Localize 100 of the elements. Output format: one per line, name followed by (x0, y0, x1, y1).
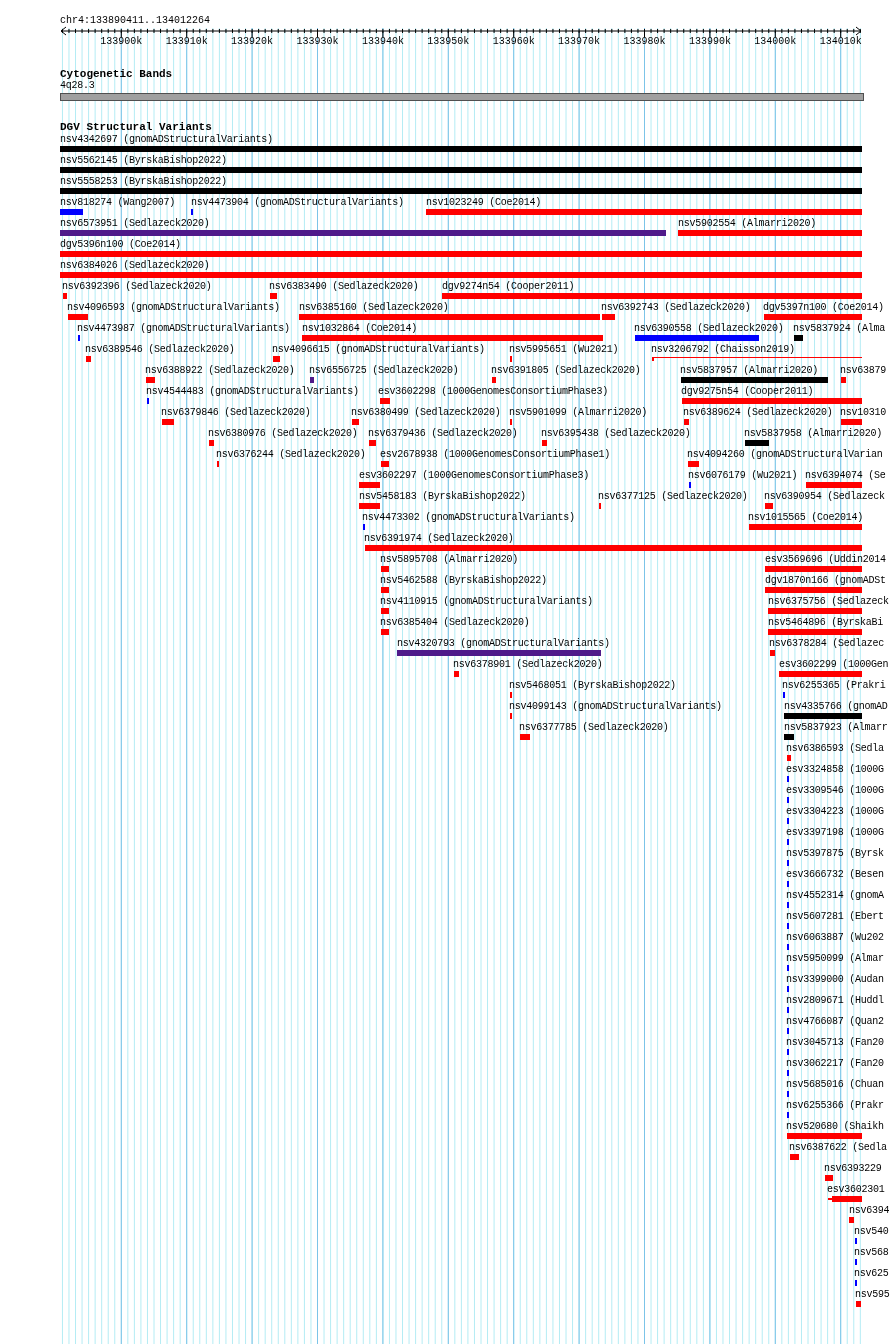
variant-label: esv3602299 (1000Gen (779, 659, 889, 671)
variant-label: nsv6255366 (Prakr (786, 1100, 884, 1112)
variant-label: nsv5837923 (Almarr (784, 722, 888, 734)
scale-tick-label: 134010k (819, 36, 862, 48)
variant-label: esv3304223 (1000G (786, 806, 884, 818)
scale-tick-label: 133940k (361, 36, 404, 48)
variant-label: nsv63879 (840, 365, 886, 377)
variant-label: nsv5837958 (Almarri2020) (744, 428, 883, 440)
variant-label: nsv4552314 (gnomA (786, 890, 884, 902)
variant-label: nsv4766087 (Quan2 (786, 1016, 884, 1028)
variant-label: nsv6393229 (824, 1163, 882, 1175)
variant-label: nsv1032864 (Coe2014) (302, 323, 418, 335)
variant-label: dgv1870n166 (gnomADSt (765, 575, 886, 587)
variant-label: nsv10310 (840, 407, 886, 419)
variant-label: nsv6556725 (Sedlazeck2020) (309, 365, 459, 377)
variant-label: nsv6255365 (Prakri (782, 680, 886, 692)
variant-label: nsv4335766 (gnomAD (784, 701, 888, 713)
variant-label: esv3666732 (Besen (786, 869, 884, 881)
track-title: Cytogenetic Bands (60, 68, 173, 80)
scale-tick-label: 133910k (165, 36, 208, 48)
variant-label: nsv4473302 (gnomADStructuralVariants) (362, 512, 575, 524)
variant-label: nsv6376244 (Sedlazeck2020) (216, 449, 366, 461)
variant-label: nsv6385404 (Sedlazeck2020) (380, 617, 530, 629)
variant-label: nsv6387622 (Sedla (789, 1142, 887, 1154)
scale-tick-label: 133950k (427, 36, 470, 48)
track-title: DGV Structural Variants (60, 121, 212, 133)
scale-tick-label: 133930k (296, 36, 339, 48)
variant-label: nsv6379436 (Sedlazeck2020) (368, 428, 518, 440)
variant-label: dgv9275n54 (Cooper2011) (681, 386, 814, 398)
variant-label: nsv6394 (849, 1205, 890, 1217)
variant-label: nsv540 (854, 1226, 889, 1238)
variant-label: nsv5685016 (Chuan (786, 1079, 884, 1091)
variant-label: nsv6573951 (Sedlazeck2020) (60, 218, 210, 230)
variant-label: nsv6379846 (Sedlazeck2020) (161, 407, 311, 419)
variant-label: nsv6390558 (Sedlazeck2020) (634, 323, 784, 335)
locus-coordinates: chr4:133890411..134012264 (60, 15, 211, 27)
variant-label: nsv4342697 (gnomADStructuralVariants) (60, 134, 273, 146)
variant-label: nsv2809671 (Huddl (786, 995, 884, 1007)
variant-label: nsv6389624 (Sedlazeck2020) (683, 407, 833, 419)
variant-label: nsv5895708 (Almarri2020) (380, 554, 519, 566)
variant-label: esv3309546 (1000G (786, 785, 884, 797)
variant-label: nsv6378901 (Sedlazeck2020) (453, 659, 603, 671)
variant-label: nsv6391805 (Sedlazeck2020) (491, 365, 641, 377)
variant-label: nsv6377125 (Sedlazeck2020) (598, 491, 748, 503)
variant-label: nsv4099143 (gnomADStructuralVariants) (509, 701, 722, 713)
variant-label: nsv6386593 (Sedla (786, 743, 884, 755)
variant-label: nsv4096615 (gnomADStructuralVariants) (272, 344, 485, 356)
variant-label: nsv6392743 (Sedlazeck2020) (601, 302, 751, 314)
scale-tick-label: 133900k (100, 36, 143, 48)
variant-label: esv3324858 (1000G (786, 764, 884, 776)
variant-label: nsv5837957 (Almarri2020) (680, 365, 819, 377)
variant-label: nsv595 (855, 1289, 890, 1301)
variant-label: nsv4094260 (gnomADStructuralVarian (687, 449, 883, 461)
variant-label: nsv6375756 (Sedlazeck (768, 596, 889, 608)
variant-label: nsv6389546 (Sedlazeck2020) (85, 344, 235, 356)
variant-label: nsv3045713 (Fan20 (786, 1037, 884, 1049)
variant-label: nsv6394074 (Se (805, 470, 886, 482)
variant-label: nsv5464896 (ByrskaBi (768, 617, 884, 629)
variant-label: nsv1015565 (Coe2014) (748, 512, 864, 524)
variant-label: nsv3062217 (Fan20 (786, 1058, 884, 1070)
variant-label: esv3602297 (1000GenomesConsortiumPhase3) (359, 470, 590, 482)
variant-label: nsv5995651 (Wu2021) (509, 344, 619, 356)
variant-label: dgv5397n100 (Coe2014) (763, 302, 884, 314)
variant-label: nsv5458183 (ByrskaBishop2022) (359, 491, 526, 503)
variant-label: nsv6378284 (Sedlazec (769, 638, 885, 650)
variant-label: nsv6377785 (Sedlazeck2020) (519, 722, 669, 734)
variant-label: nsv6390954 (Sedlazeck (764, 491, 885, 503)
variant-label: nsv5950099 (Almar (786, 953, 884, 965)
variant-label: nsv5397875 (Byrsk (786, 848, 884, 860)
variant-label: nsv568 (854, 1247, 889, 1259)
variant-label: nsv5562145 (ByrskaBishop2022) (60, 155, 227, 167)
variant-label: nsv6384026 (Sedlazeck2020) (60, 260, 210, 272)
variant-label: nsv3399000 (Audan (786, 974, 884, 986)
variant-label: nsv1023249 (Coe2014) (426, 197, 542, 209)
variant-label: nsv6076179 (Wu2021) (688, 470, 798, 482)
variant-label: dgv9274n54 (Cooper2011) (442, 281, 575, 293)
variant-label: nsv6385160 (Sedlazeck2020) (299, 302, 449, 314)
variant-label: nsv5901099 (Almarri2020) (509, 407, 648, 419)
variant-label: nsv6395438 (Sedlazeck2020) (541, 428, 691, 440)
scale-tick-label: 133990k (688, 36, 731, 48)
variant-label: esv3397198 (1000G (786, 827, 884, 839)
variant-label: nsv4096593 (gnomADStructuralVariants) (67, 302, 280, 314)
variant-label: nsv6380499 (Sedlazeck2020) (351, 407, 501, 419)
variant-label: esv3602298 (1000GenomesConsortiumPhase3) (378, 386, 609, 398)
variant-label: nsv625 (854, 1268, 889, 1280)
variant-label: dgv5396n100 (Coe2014) (60, 239, 181, 251)
variant-label: nsv6392396 (Sedlazeck2020) (62, 281, 212, 293)
variant-label: nsv4110915 (gnomADStructuralVariants) (380, 596, 593, 608)
variant-label: nsv6063887 (Wu202 (786, 932, 884, 944)
variant-label: nsv4473904 (gnomADStructuralVariants) (191, 197, 404, 209)
variant-label: nsv6391974 (Sedlazeck2020) (364, 533, 514, 545)
variant-label: nsv520680 (Shaikh (786, 1121, 884, 1133)
variant-label: nsv5558253 (ByrskaBishop2022) (60, 176, 227, 188)
variant-label: nsv4473987 (gnomADStructuralVariants) (77, 323, 290, 335)
variant-label: nsv6383490 (Sedlazeck2020) (269, 281, 419, 293)
band-label: 4q28.3 (60, 80, 95, 92)
scale-tick-label: 134000k (754, 36, 797, 48)
variant-label: nsv6388922 (Sedlazeck2020) (145, 365, 295, 377)
variant-label: nsv5468051 (ByrskaBishop2022) (509, 680, 676, 692)
scale-tick-label: 133960k (492, 36, 535, 48)
